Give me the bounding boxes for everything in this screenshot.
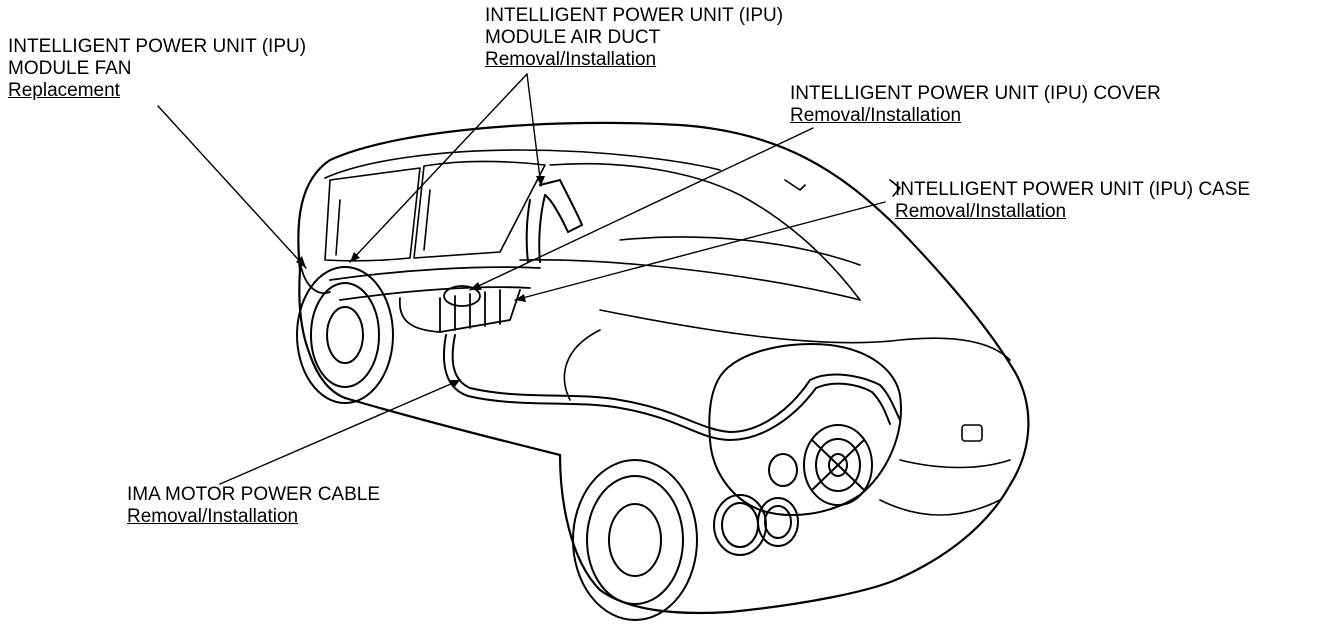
callout-case-action-link[interactable]: Removal/Installation (895, 201, 1067, 222)
rear-wheel (296, 266, 394, 404)
callout-duct-line1: INTELLIGENT POWER UNIT (IPU) (485, 5, 784, 26)
callout-fan-action-link[interactable]: Replacement (8, 80, 120, 101)
callout-ipu-module-fan: INTELLIGENT POWER UNIT (IPU) MODULE FAN … (8, 36, 306, 102)
callout-cover-line1: INTELLIGENT POWER UNIT (IPU) COVER (790, 83, 1161, 104)
callout-fan-line2: MODULE FAN (8, 58, 132, 79)
hood-and-front (563, 179, 1011, 516)
car-body-outline (297, 121, 1030, 615)
callout-fan-line1: INTELLIGENT POWER UNIT (IPU) (8, 36, 307, 57)
callout-cable-line1: IMA MOTOR POWER CABLE (127, 484, 381, 505)
window-outlines (324, 149, 861, 301)
ipu-air-duct (525, 179, 583, 263)
callout-cable-action-link[interactable]: Removal/Installation (127, 506, 299, 527)
callout-duct-line2: MODULE AIR DUCT (485, 27, 661, 48)
callout-duct-action-link[interactable]: Removal/Installation (485, 49, 657, 70)
callout-cover-action-link[interactable]: Removal/Installation (790, 105, 962, 126)
callout-ipu-case: INTELLIGENT POWER UNIT (IPU) CASE Remova… (895, 179, 1250, 223)
ipu-module (299, 261, 541, 333)
leader-arrowheads (296, 176, 545, 388)
ima-motor-power-cable (442, 334, 901, 441)
callout-ima-motor-power-cable: IMA MOTOR POWER CABLE Removal/Installati… (127, 484, 380, 528)
callout-ipu-cover: INTELLIGENT POWER UNIT (IPU) COVER Remov… (790, 83, 1161, 127)
front-wheel (572, 459, 698, 621)
leader-lines (157, 73, 886, 485)
engine-assembly (708, 343, 902, 556)
callout-ipu-module-air-duct: INTELLIGENT POWER UNIT (IPU) MODULE AIR … (485, 5, 783, 71)
callout-case-line1: INTELLIGENT POWER UNIT (IPU) CASE (895, 179, 1251, 200)
